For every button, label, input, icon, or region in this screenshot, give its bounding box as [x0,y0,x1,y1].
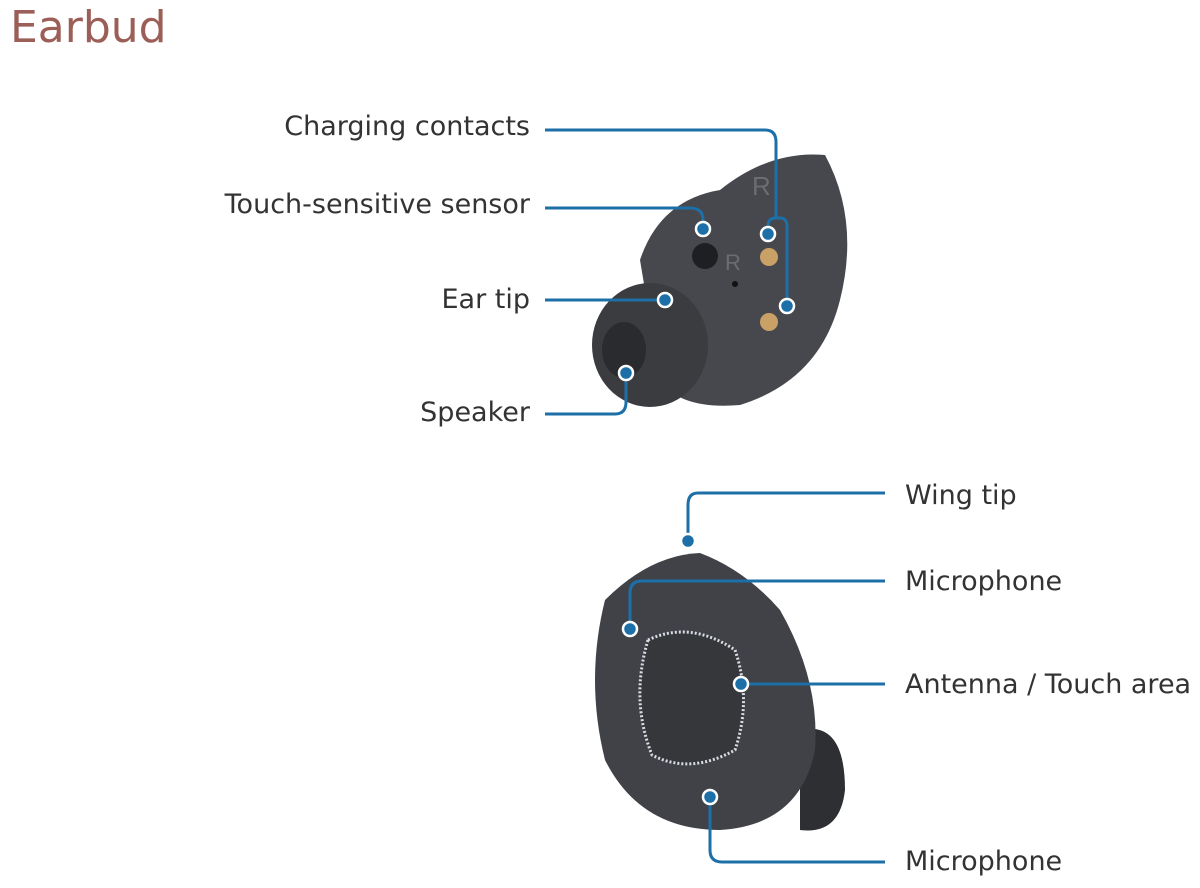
r-marking: R [725,250,741,275]
callout-dots [617,220,796,806]
speaker-grille [602,322,646,378]
wing-r-marking: R [752,171,771,201]
label-microphone-top: Microphone [905,566,1063,597]
touch-sensor-hole [692,243,718,269]
charging-contact [760,248,778,266]
earbud-bottom-illustration [595,553,845,831]
charging-contact [760,313,778,331]
label-microphone-bottom: Microphone [905,846,1063,877]
label-antenna-touch-area: Antenna / Touch area [905,669,1192,700]
page-title: Earbud [10,2,167,53]
label-speaker: Speaker [420,397,530,428]
label-charging-contacts: Charging contacts [284,111,530,142]
label-ear-tip: Ear tip [441,284,530,315]
callout-lines [545,128,885,864]
earbud-top-illustration: R R [592,154,848,407]
touch-area [638,630,745,766]
label-wing-tip: Wing tip [905,480,1017,511]
label-touch-sensitive-sensor: Touch-sensitive sensor [224,189,530,220]
